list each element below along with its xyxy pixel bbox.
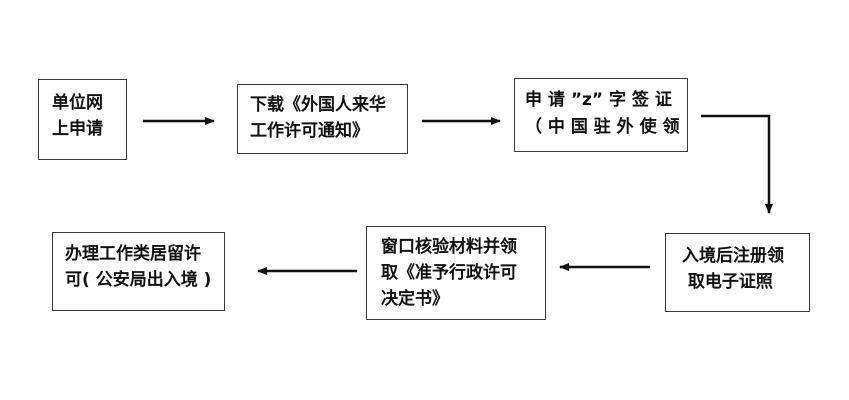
step-register-e-certificate-box: 入境后注册领 取电子证照	[665, 233, 810, 312]
step-register-e-certificate-line-2: 取电子证照	[682, 272, 773, 292]
step-online-application-line-2: 上申请	[52, 119, 103, 139]
step-work-residence-permit-line-1: 办理工作类居留许	[65, 244, 201, 264]
step-apply-z-visa-line-1: 申 请 ”z” 字 签 证	[525, 90, 672, 110]
step-download-work-permit-notice-box: 下载《外国人来华 工作许可通知》	[237, 84, 408, 154]
step-verify-materials-line-3: 决定书》	[381, 289, 449, 309]
arrow-step3-to-step4	[701, 114, 773, 214]
step-verify-materials-line-2: 取《准予行政许可	[381, 263, 517, 283]
step-online-application-line-1: 单位网	[52, 93, 103, 113]
step-download-work-permit-notice-line-1: 下载《外国人来华	[250, 95, 386, 115]
step-download-work-permit-notice-line-2: 工作许可通知》	[250, 121, 369, 141]
step-work-residence-permit-line-2: 可( 公安局出入境 )	[65, 270, 212, 290]
step-work-residence-permit-box: 办理工作类居留许 可( 公安局出入境 )	[52, 232, 225, 311]
step-register-e-certificate-line-1: 入境后注册领	[682, 246, 784, 266]
step-apply-z-visa-line-2: （ 中 国 驻 外 使 领	[525, 117, 680, 137]
step-verify-materials-line-1: 窗口核验材料并领	[381, 237, 517, 257]
step-apply-z-visa-box: 申 请 ”z” 字 签 证 （ 中 国 驻 外 使 领	[514, 78, 688, 152]
step-verify-materials-permit-decision-box: 窗口核验材料并领 取《准予行政许可 决定书》	[366, 226, 546, 320]
step-online-application-box: 单位网 上申请	[38, 79, 127, 160]
